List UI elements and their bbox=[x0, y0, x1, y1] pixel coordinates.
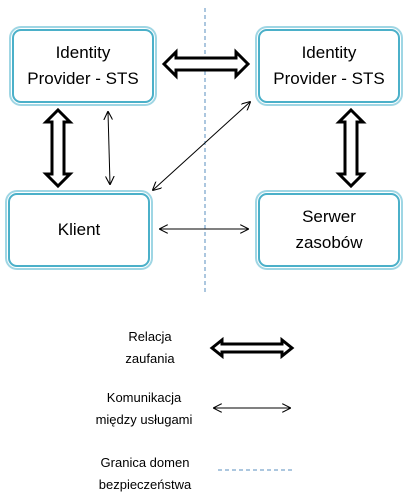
legend-trust-arrow bbox=[209, 336, 295, 360]
comm-arrow-client-idp-right bbox=[153, 102, 250, 190]
node-identity-provider-right: Identity Provider - STS bbox=[258, 29, 400, 103]
node-label: Serwer zasobów bbox=[295, 207, 363, 252]
trust-arrow-idp-client bbox=[42, 107, 74, 189]
node-resource-server: Serwer zasobów bbox=[258, 193, 400, 267]
node-client: Klient bbox=[8, 193, 150, 267]
node-label: Identity Provider - STS bbox=[273, 43, 385, 88]
node-identity-provider-left: Identity Provider - STS bbox=[12, 29, 154, 103]
comm-arrow-idp-client bbox=[108, 112, 110, 184]
legend-communication-label: Komunikacja między usługami bbox=[95, 390, 193, 427]
trust-arrow-idp-idp bbox=[161, 48, 251, 80]
node-label: Identity Provider - STS bbox=[27, 43, 139, 88]
legend-trust-label: Relacja zaufania bbox=[125, 329, 175, 366]
trust-arrow-idp-server bbox=[335, 107, 367, 189]
node-label: Klient bbox=[57, 220, 101, 239]
legend-boundary-label: Granica domen bezpieczeństwa bbox=[98, 455, 192, 492]
